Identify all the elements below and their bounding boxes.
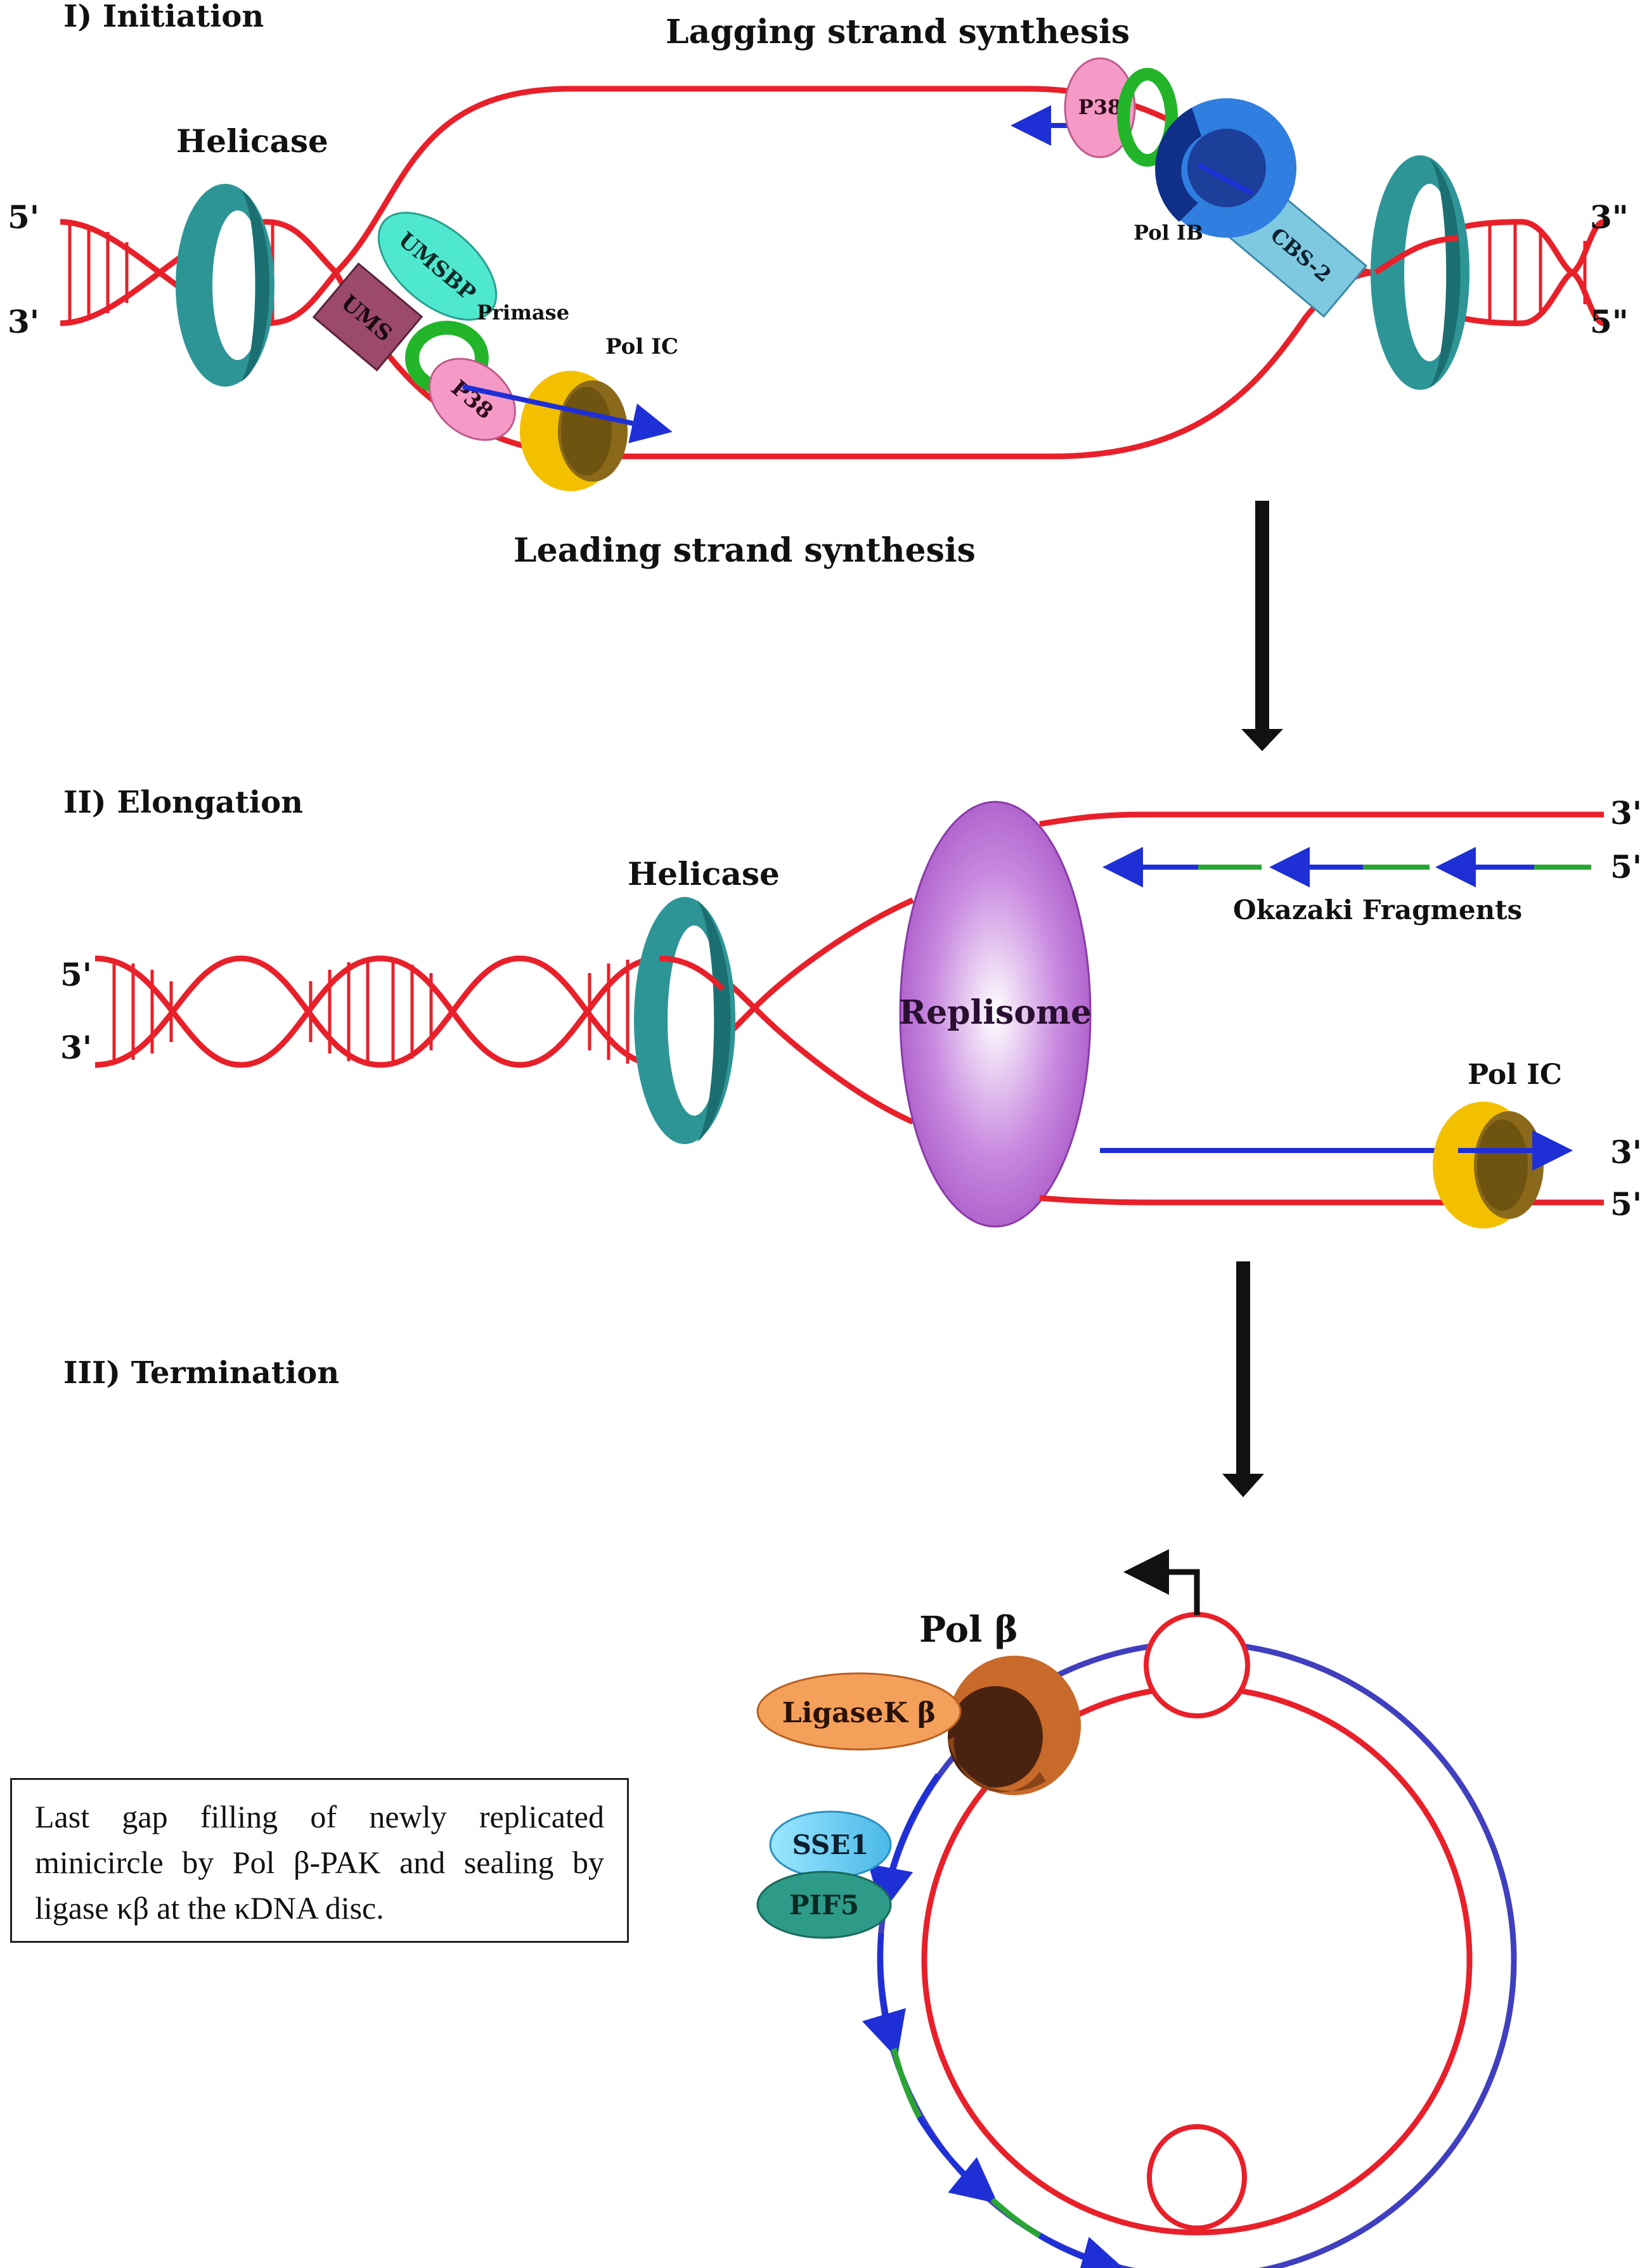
replisome: [899, 801, 1092, 1228]
origin-direction-arrow: [1123, 1549, 1200, 1615]
end-label-elong-right-2: 5': [1610, 848, 1642, 886]
pif5-label: PIF5: [789, 1890, 859, 1921]
end-label-elong-left-top: 5': [60, 956, 92, 993]
pol-beta-label: Pol β: [919, 1609, 1018, 1651]
p38-protein-bottom: P38: [429, 358, 516, 441]
okazaki-label: Okazaki Fragments: [1233, 894, 1522, 925]
leading-strand-label: Leading strand synthesis: [513, 531, 976, 570]
sse1-label: SSE1: [792, 1829, 869, 1860]
primase-label: Primase: [477, 300, 569, 325]
section-title-initiation: I) Initiation: [63, 0, 264, 34]
end-label-elong-right-1: 3': [1610, 794, 1642, 832]
end-label-right-top: 3": [1590, 198, 1629, 236]
end-label-right-bottom: 5": [1590, 303, 1629, 340]
helicase-label-initiation: Helicase: [176, 122, 328, 160]
ums-box: UMS: [312, 262, 423, 372]
sse1-protein: SSE1: [769, 1810, 892, 1879]
replisome-label: Replisome: [899, 993, 1092, 1032]
end-label-elong-left-bottom: 3': [60, 1029, 92, 1066]
pol-ic-initiation: [520, 371, 628, 491]
section-title-termination: III) Termination: [63, 1355, 339, 1391]
helicase-ring-initiation-left: [176, 184, 274, 387]
p38-protein-top: P38: [1064, 57, 1136, 158]
end-label-left-top: 5': [8, 198, 39, 236]
pol-ic-label-elongation: Pol IC: [1468, 1059, 1562, 1091]
helicase-ring-initiation-right: [1371, 155, 1469, 390]
elong-bottom-parental-strand: [1039, 1195, 1604, 1206]
replication-origin-bottom: [1147, 2124, 1247, 2231]
helicase-ring-elongation: [634, 897, 735, 1144]
pif5-protein: PIF5: [756, 1871, 892, 1939]
replication-origin-top: [1144, 1612, 1250, 1718]
section-title-elongation: II) Elongation: [63, 785, 303, 820]
termination-caption: Last gap filling of newly replicated min…: [10, 1778, 629, 1943]
lagging-strand-label: Lagging strand synthesis: [666, 13, 1130, 51]
ligase-label: LigaseK β: [782, 1697, 936, 1729]
p38-label-top: P38: [1078, 95, 1122, 119]
end-label-elong-right-3: 3': [1610, 1133, 1642, 1171]
leading-new-strand-arrow: [462, 384, 673, 444]
caption-text: Last gap filling of newly replicated min…: [35, 1799, 604, 1926]
primase-ring-top: [1117, 68, 1178, 167]
down-arrow-1: [1241, 501, 1283, 751]
end-label-elong-right-4: 5': [1610, 1185, 1642, 1223]
pol-ib-label: Pol IB: [1134, 221, 1203, 245]
newly-synthesized-arcs: [862, 1773, 1127, 2268]
pol-ib-protein: [1155, 98, 1296, 238]
end-label-left-bottom: 3': [8, 303, 39, 340]
ligase-k-beta: LigaseK β: [756, 1672, 962, 1751]
elong-top-parental-strand: [1039, 811, 1604, 827]
pol-beta-ring: [948, 1656, 1081, 1795]
helicase-label-elongation: Helicase: [628, 855, 780, 892]
down-arrow-2: [1222, 1261, 1264, 1497]
pol-ic-elongation: [1433, 1102, 1544, 1228]
pol-ic-label-initiation: Pol IC: [605, 334, 678, 359]
